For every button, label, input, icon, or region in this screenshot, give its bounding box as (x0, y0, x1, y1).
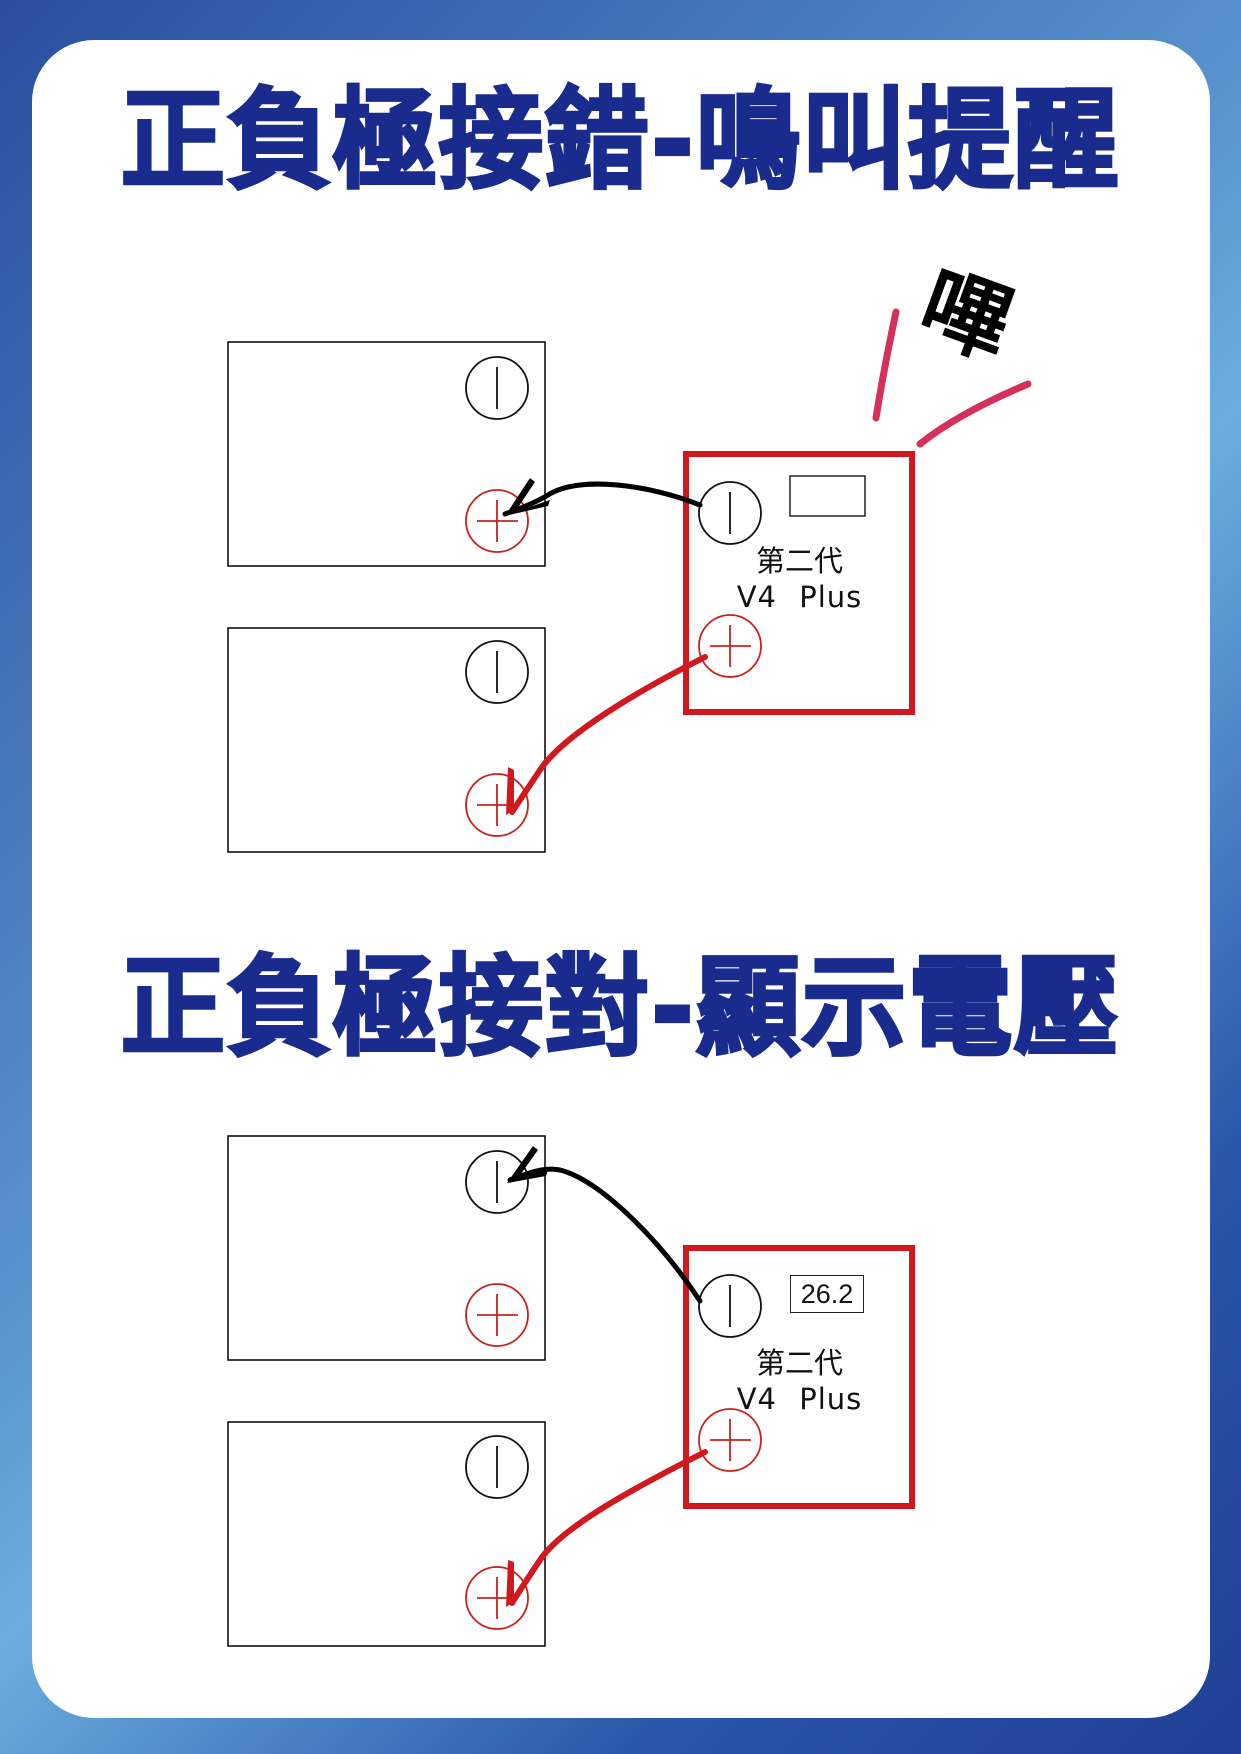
negative-terminal-icon (465, 356, 529, 420)
red-cable (506, 654, 708, 815)
alert-marks-icon (872, 308, 1032, 448)
clip-icon (506, 1560, 514, 1607)
battery-2-bottom (227, 1421, 546, 1647)
battery-1-top (227, 341, 546, 567)
meter-positive-terminal-icon (698, 614, 762, 678)
meter-display-blank (789, 475, 866, 517)
black-cable-wrong (502, 478, 703, 517)
meter-generation-label: 第二代 (755, 1346, 843, 1380)
clip-icon (507, 1146, 548, 1183)
section-1-diagram (227, 308, 1032, 853)
meter-model-label: V4 Plus (736, 1382, 863, 1416)
voltage-meter-bottom (683, 1245, 915, 1509)
negative-terminal-icon (465, 1150, 529, 1214)
negative-terminal-icon (465, 640, 529, 704)
positive-terminal-icon (465, 1283, 529, 1347)
meter-generation-label: 第二代 (755, 544, 843, 578)
meter-positive-terminal-icon (698, 1408, 762, 1472)
section-2-diagram (227, 1135, 915, 1647)
battery-1-bottom (227, 1135, 546, 1361)
clip-icon (505, 478, 550, 516)
meter-negative-terminal-icon (698, 481, 762, 545)
voltage-meter-top (683, 451, 915, 715)
positive-terminal-icon (465, 773, 529, 837)
section-title-correct-polarity: 正負極接對-顯示電壓 (119, 942, 1121, 1072)
section-title-wrong-polarity: 正負極接錯-鳴叫提醒 (119, 75, 1121, 205)
battery-2-top (227, 627, 546, 853)
clip-icon (506, 767, 514, 815)
meter-model-label: V4 Plus (736, 580, 863, 614)
meter-voltage-display: 26.2 (790, 1275, 864, 1313)
black-cable-correct (507, 1146, 703, 1304)
red-cable (506, 1449, 708, 1607)
negative-terminal-icon (465, 1435, 529, 1499)
positive-terminal-icon (465, 489, 529, 553)
meter-negative-terminal-icon (698, 1274, 762, 1338)
